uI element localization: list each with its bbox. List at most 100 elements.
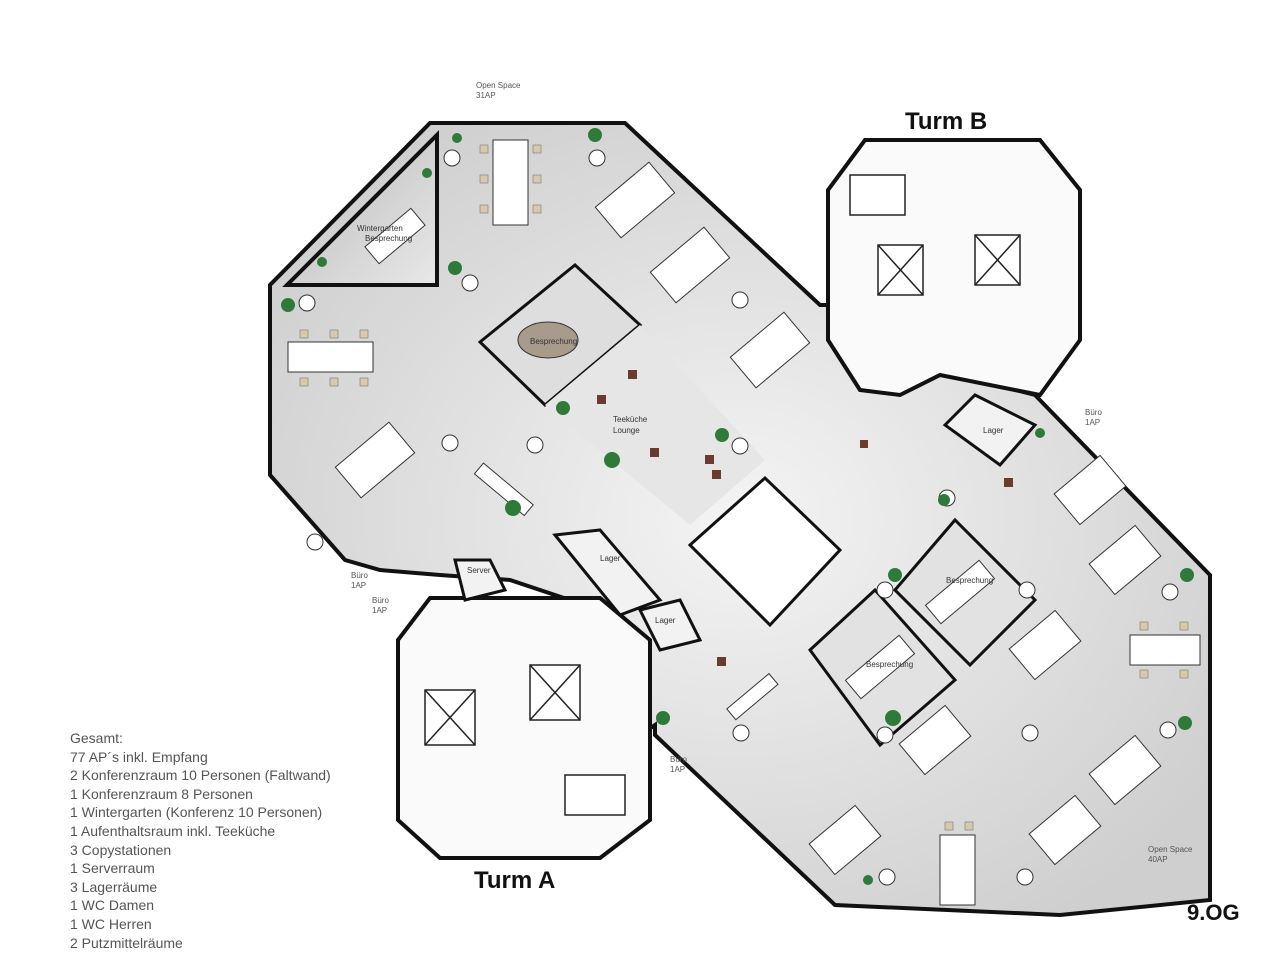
lager-a-room [552,528,663,617]
besprechung-1-label: Besprechung [946,576,994,585]
lager-a-label: Lager [600,554,621,563]
chair [964,821,974,831]
plant [863,875,873,885]
conference-table [844,634,916,700]
plant [505,500,521,516]
column [526,436,544,454]
column [876,581,894,599]
chair [359,377,369,387]
desk-cluster [492,139,529,226]
plant [588,128,602,142]
conference-table [517,321,579,359]
desk-cluster [594,161,676,239]
legend-item: 1 Konferenzraum 8 Personen [70,785,253,802]
column [731,291,749,309]
chair [1139,621,1149,631]
lager-mid-label: Lager [655,616,676,625]
armchair [712,470,721,479]
legend-item: 1 Wintergarten (Konferenz 10 Personen) [70,804,323,821]
plant [281,298,295,312]
plant [885,710,901,726]
chair [299,377,309,387]
column [298,294,316,312]
desk-cluster [334,421,416,499]
chair [532,144,542,154]
legend-item: 2 Konferenzraum 10 Personen (Faltwand) [70,767,331,784]
interior-walls [453,263,1038,748]
column [1021,724,1039,742]
column [878,868,896,886]
besprechung-winter-label: Besprechung [365,234,413,243]
conference-tables [364,207,996,700]
columns [298,149,1179,886]
column [1159,721,1177,739]
column [731,437,749,455]
besprechung-2-label: Besprechung [866,660,914,669]
plant [938,494,950,506]
lager-mid-room [637,598,703,652]
column [306,533,324,551]
chair [299,329,309,339]
tower-b-interior [849,174,1021,296]
chair [329,329,339,339]
chair [532,204,542,214]
legend-item: 1 Aufenthaltsraum inkl. Teeküche [70,822,276,839]
tower-a-label: Turm A [474,867,556,894]
chair [479,204,489,214]
wintergarten-label: Wintergarten [357,224,403,233]
desk-cluster [898,704,972,776]
desk-clusters [287,139,1201,906]
plant [317,257,327,267]
column [588,149,606,167]
lounge-chairs [597,370,1013,666]
column [461,274,479,292]
plant [604,452,620,468]
legend-item: 3 Copystationen [70,841,172,858]
legend-item: 1 WC Herren [70,915,152,932]
chair [944,821,954,831]
plants [281,128,1194,885]
plant [452,133,462,143]
stairs-b [849,174,906,216]
desk-cluster [1053,454,1127,526]
wintergarten-area [282,130,439,287]
plant [715,428,729,442]
desk-cluster [1028,794,1102,866]
legend-item: 1 Serverraum [70,860,155,877]
tower-b-label: Turm B [905,108,988,135]
plant [448,261,462,275]
stairs-a [564,774,626,816]
plant [1035,428,1045,438]
chair [479,174,489,184]
chair [1139,669,1149,679]
conference-table [364,207,426,265]
legend-item: 77 AP´s inkl. Empfang [70,748,208,765]
chair [329,377,339,387]
server-label: Server [467,566,491,575]
chair [532,174,542,184]
desk-cluster [1008,609,1082,681]
besprechung-top-label: Besprechung [530,337,578,346]
desk-cluster [1088,734,1162,806]
legend: Gesamt: 77 AP´s inkl. Empfang 2 Konferen… [70,729,331,952]
column [441,434,459,452]
plant [556,401,570,415]
column [876,726,894,744]
chair [479,144,489,154]
wc-block [687,475,843,628]
desk-cluster [1129,634,1201,666]
plant [1180,568,1194,582]
lounge-label: Lounge [613,426,640,435]
chair [1179,669,1189,679]
legend-item: 3 Lagerräume [70,878,158,895]
armchair [650,448,659,457]
plant [1178,716,1192,730]
armchair [860,440,868,448]
server-room [453,558,508,602]
